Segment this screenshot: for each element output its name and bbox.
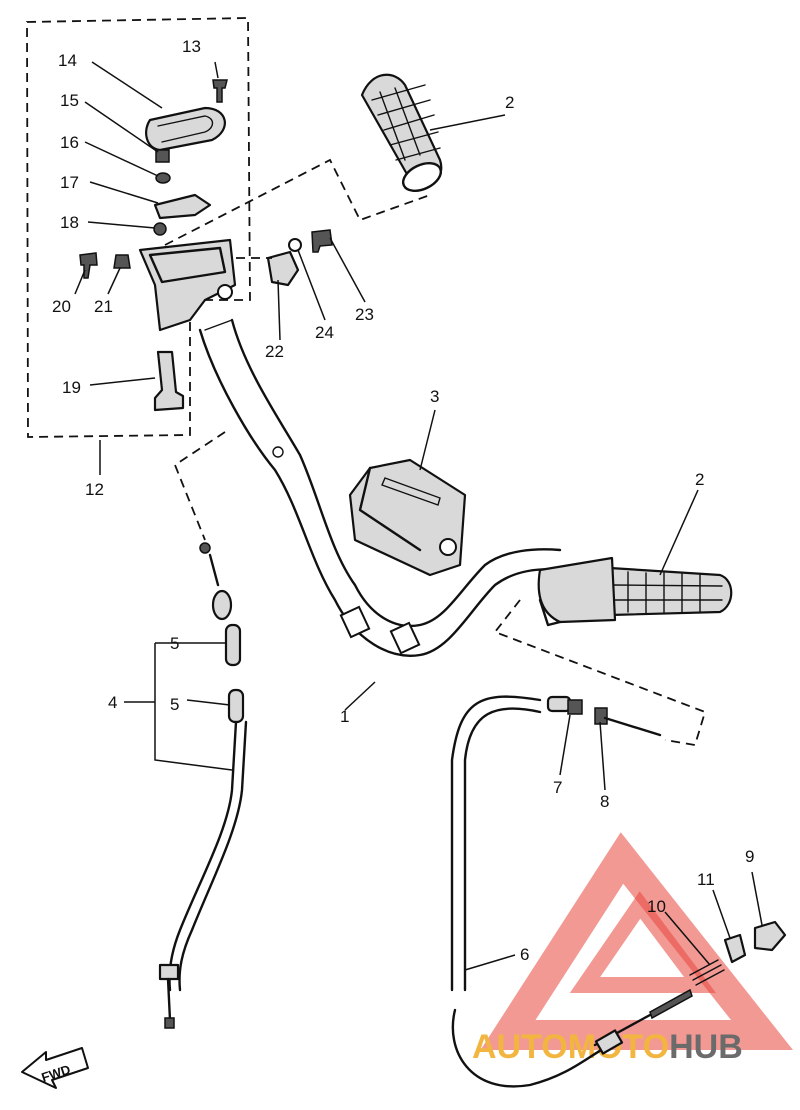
lever-17 (153, 193, 212, 220)
screw-23 (311, 229, 333, 253)
handlebar-pad (348, 458, 467, 577)
watermark-triangle (480, 832, 793, 1050)
handlebar-clamp-band-left (339, 605, 371, 639)
watermark: AUTOMOTOHUB (472, 832, 793, 1066)
spring-10 (689, 959, 725, 986)
callout-20: 20 (52, 297, 71, 316)
callout-13: 13 (182, 37, 201, 56)
callout-4: 4 (108, 693, 117, 712)
fwd-arrow-icon (21, 1047, 89, 1089)
callout-7: 7 (553, 778, 562, 797)
washer-24 (288, 238, 302, 252)
locknut-8 (594, 707, 608, 725)
callout-23: 23 (355, 305, 374, 324)
grip-link-line (164, 158, 431, 246)
nut-15 (155, 149, 170, 163)
callout-24: 24 (315, 323, 334, 342)
watermark-inner-triangle (569, 891, 716, 993)
cable-link-line-upper (173, 431, 226, 541)
washer-16 (155, 172, 171, 184)
handlebar-clamp-band-right (389, 621, 421, 655)
screw-13 (212, 79, 228, 103)
watermark-hub: HUB (669, 1028, 743, 1066)
callout-8: 8 (600, 792, 609, 811)
clamp-22 (266, 250, 300, 287)
leader-lines (74, 61, 763, 971)
throttle-cable (158, 542, 248, 1029)
fwd-arrow: FWD (21, 1047, 89, 1089)
cable-end-parts (593, 920, 787, 1055)
callout-21: 21 (94, 297, 113, 316)
cap-11 (723, 933, 747, 964)
adjuster-nut-7 (567, 699, 583, 715)
callout-10: 10 (647, 897, 666, 916)
nut-21 (113, 254, 131, 269)
watermark-auto: AUTO (472, 1028, 568, 1066)
callout-2-top: 2 (505, 93, 514, 112)
handlebar (198, 318, 562, 657)
callout-6: 6 (520, 945, 529, 964)
callout-9: 9 (745, 847, 754, 866)
callout-17: 17 (60, 173, 79, 192)
spring-18 (153, 222, 167, 236)
grip-right (537, 556, 733, 627)
callout-5-upper: 5 (170, 634, 179, 653)
throttle-housing (138, 238, 237, 332)
callout-19: 19 (62, 378, 81, 397)
callout-22: 22 (265, 342, 284, 361)
callout-2-right: 2 (695, 470, 704, 489)
callout-3: 3 (430, 387, 439, 406)
adjuster-19 (153, 350, 185, 412)
callout-12: 12 (85, 480, 104, 499)
grip-left (360, 73, 443, 192)
callout-5-lower: 5 (170, 695, 179, 714)
callout-11: 11 (697, 870, 715, 889)
holder-9 (753, 920, 787, 952)
callout-1: 1 (340, 707, 349, 726)
callout-16: 16 (60, 133, 79, 152)
callout-14: 14 (58, 51, 77, 70)
callouts: 1 2 2 3 4 5 5 6 7 8 9 10 11 12 13 14 15 … (52, 37, 754, 964)
callout-15: 15 (60, 91, 79, 110)
callout-18: 18 (60, 213, 79, 232)
bracket-4-5 (154, 643, 233, 771)
throttle-cover (145, 106, 226, 152)
throttle-cable-lower (450, 695, 662, 1088)
